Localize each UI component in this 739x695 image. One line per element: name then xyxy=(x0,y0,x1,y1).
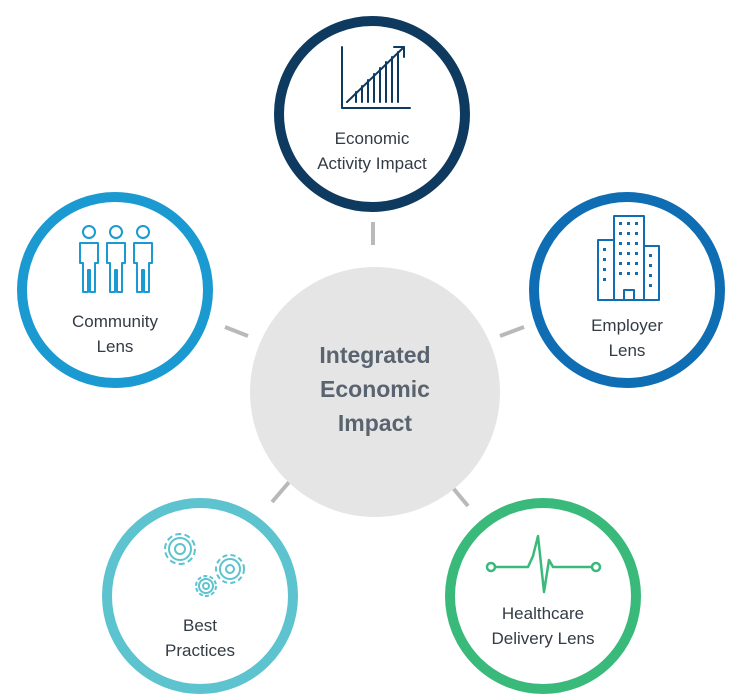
heartbeat-icon xyxy=(485,534,602,594)
connector-left xyxy=(224,325,249,338)
node-ring-best-practices xyxy=(102,498,298,694)
office-building-icon xyxy=(597,215,660,301)
connector-bottom-left xyxy=(270,479,292,504)
node-label-economic-activity: Economic Activity Impact xyxy=(282,126,462,176)
connector-bottom-right xyxy=(451,486,470,508)
people-icon xyxy=(79,225,153,293)
center-title-line: Impact xyxy=(337,410,413,436)
node-label-line: Delivery Lens xyxy=(491,629,595,648)
center-title: Integrated Economic Impact xyxy=(272,338,478,440)
node-label-line: Practices xyxy=(165,641,235,660)
node-ring-healthcare-delivery xyxy=(445,498,641,694)
gears-icon xyxy=(164,533,245,597)
node-label-line: Healthcare xyxy=(501,604,585,623)
node-label-community: Community Lens xyxy=(35,309,195,359)
node-label-line: Community xyxy=(72,312,158,331)
node-label-line: Best xyxy=(182,616,218,635)
center-circle xyxy=(250,267,500,517)
node-ring-economic-activity xyxy=(274,16,470,212)
growth-chart-icon xyxy=(341,46,411,109)
node-label-employer: Employer Lens xyxy=(547,313,707,363)
node-label-line: Lens xyxy=(96,337,134,356)
node-label-line: Employer xyxy=(591,316,663,335)
node-label-line: Economic xyxy=(334,129,410,148)
node-label-line: Activity Impact xyxy=(317,154,427,173)
center-title-line: Economic xyxy=(320,376,430,402)
node-label-line: Lens xyxy=(608,341,646,360)
node-label-healthcare-delivery: Healthcare Delivery Lens xyxy=(463,601,623,651)
node-label-best-practices: Best Practices xyxy=(120,613,280,663)
center-title-line: Integrated xyxy=(319,342,431,368)
connector-right xyxy=(499,325,525,338)
